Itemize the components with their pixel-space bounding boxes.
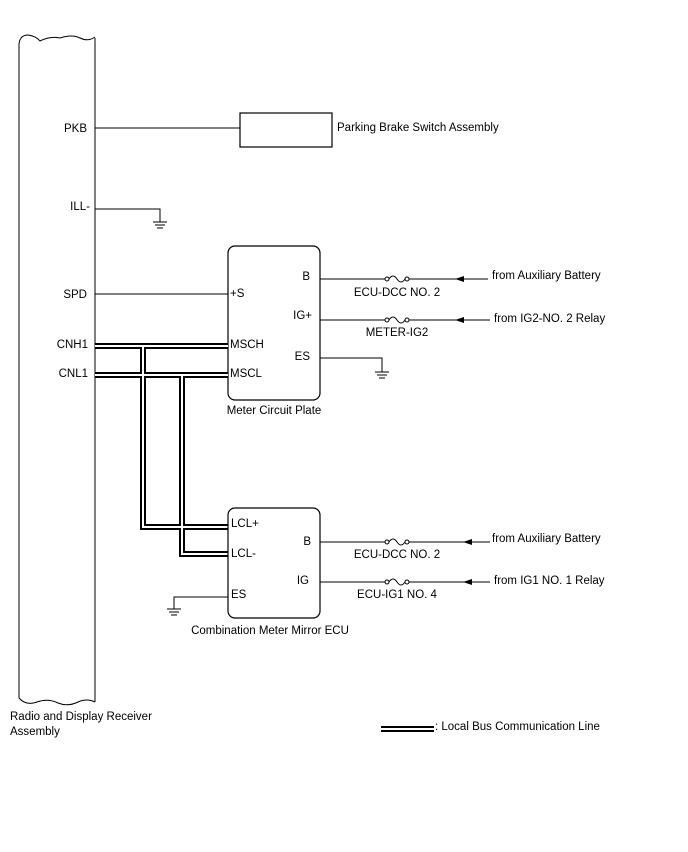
wire-meter-ig xyxy=(320,316,490,324)
parking-brake-switch-box xyxy=(239,112,333,148)
source-ig2-relay: from IG2-NO. 2 Relay xyxy=(494,313,605,325)
parking-brake-switch-label: Parking Brake Switch Assembly xyxy=(337,122,499,134)
radio-receiver-box xyxy=(18,34,96,706)
fuse-ecu-dcc-2: ECU-DCC NO. 2 xyxy=(354,549,440,561)
fuse-meter-ig2: METER-IG2 xyxy=(366,327,429,339)
meter-pin-msch: MSCH xyxy=(230,339,264,351)
meter-pin-s-plus: +S xyxy=(230,288,245,300)
combo-pin-lcl-minus: LCL- xyxy=(231,548,256,560)
pin-cnl1: CNL1 xyxy=(59,368,88,380)
combo-pin-b: B xyxy=(303,536,311,548)
local-bus-lines xyxy=(95,343,228,557)
wire-meter-b xyxy=(320,275,488,283)
fuse-ecu-ig1: ECU-IG1 NO. 4 xyxy=(357,589,437,601)
meter-circuit-plate-box xyxy=(227,245,321,401)
source-ig1-relay: from IG1 NO. 1 Relay xyxy=(494,575,605,587)
fuse-ecu-dcc-1: ECU-DCC NO. 2 xyxy=(354,287,440,299)
meter-pin-ig-plus: IG+ xyxy=(293,310,312,322)
radio-receiver-label-line2: Assembly xyxy=(10,726,60,738)
source-aux-battery-2: from Auxiliary Battery xyxy=(492,533,601,545)
combo-pin-es: ES xyxy=(231,589,247,601)
meter-pin-mscl: MSCL xyxy=(230,368,263,380)
pin-pkb: PKB xyxy=(64,123,87,135)
pin-ill: ILL- xyxy=(70,201,90,213)
combo-pin-ig: IG xyxy=(297,575,309,587)
meter-pin-es: ES xyxy=(295,351,311,363)
wire-combo-ig xyxy=(320,578,490,586)
radio-receiver-label-line1: Radio and Display Receiver xyxy=(10,711,152,723)
meter-pin-b: B xyxy=(302,271,310,283)
source-aux-battery-1: from Auxiliary Battery xyxy=(492,270,601,282)
ground-combo-es xyxy=(167,596,228,616)
pin-cnh1: CNH1 xyxy=(57,339,88,351)
combination-meter-label: Combination Meter Mirror ECU xyxy=(191,625,349,637)
ground-meter-es xyxy=(320,357,389,379)
meter-circuit-plate-label: Meter Circuit Plate xyxy=(227,405,322,417)
wire-combo-b xyxy=(320,538,490,546)
combination-meter-box xyxy=(227,507,321,619)
combo-pin-lcl-plus: LCL+ xyxy=(231,518,259,530)
ground-ill xyxy=(95,208,167,229)
legend-bus-label: : Local Bus Communication Line xyxy=(435,721,600,733)
pin-spd: SPD xyxy=(63,289,87,301)
